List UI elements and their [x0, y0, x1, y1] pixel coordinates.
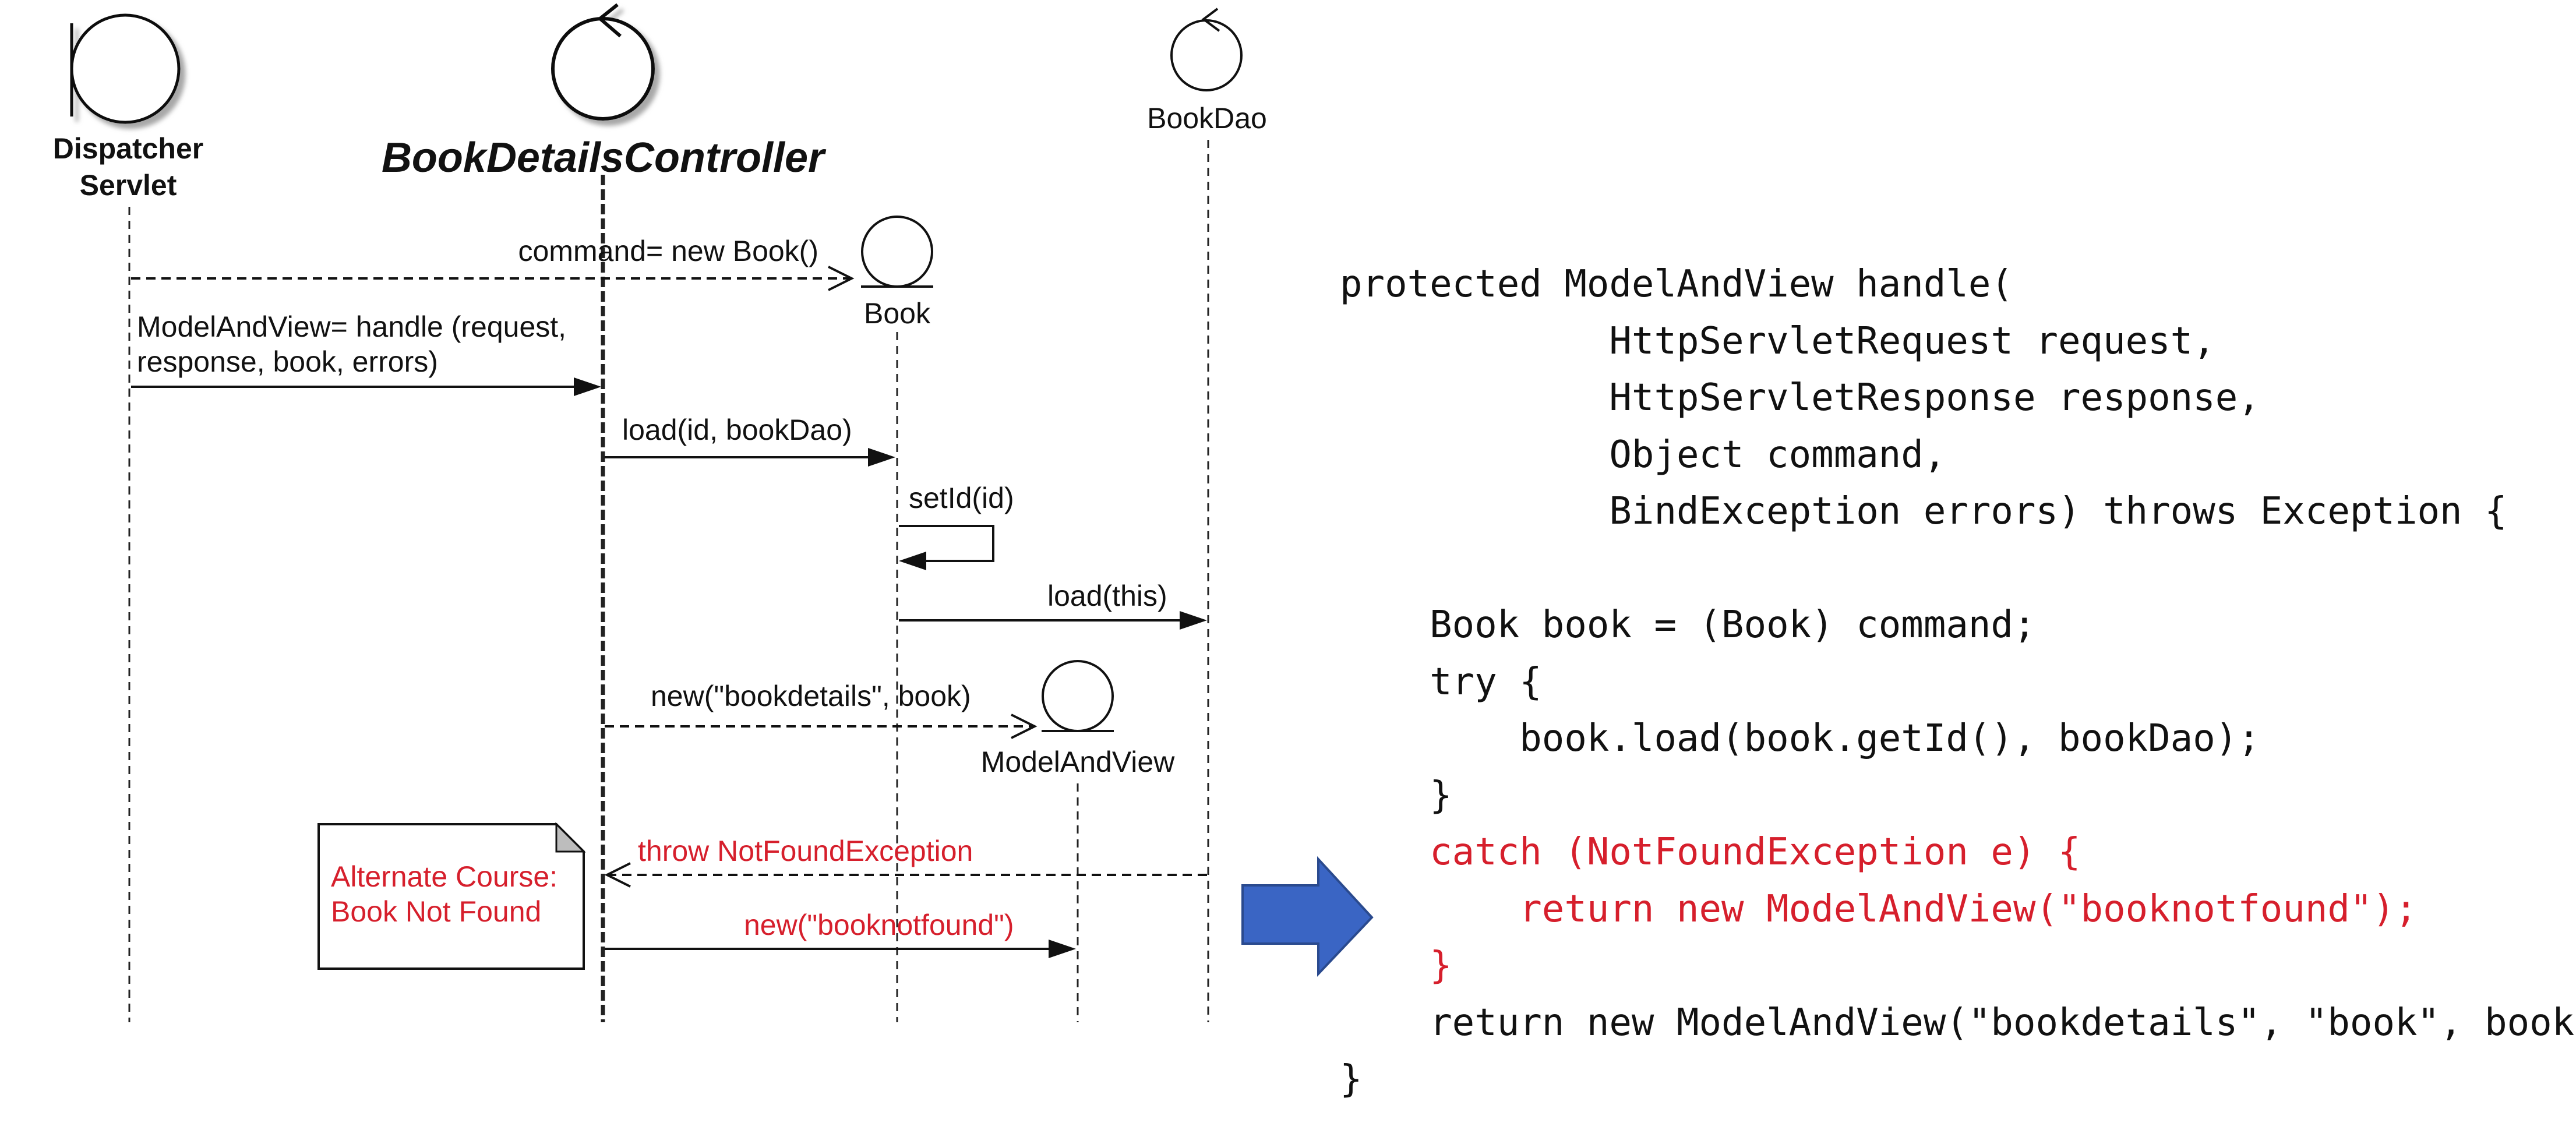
code-line: catch (NotFoundException e) {: [1340, 831, 2081, 874]
code-line: book.load(book.getId(), bookDao);: [1340, 717, 2260, 760]
filled-arrowhead-icon: [1049, 940, 1076, 958]
filled-arrowhead-icon: [1180, 611, 1207, 630]
dispatcher-label-line2: Servlet: [80, 169, 177, 202]
message-set-id-label: setId(id): [909, 482, 1014, 514]
code-line: HttpServletResponse response,: [1340, 376, 2260, 419]
code-line: [1340, 541, 2576, 598]
message-new-booknotfound-label: new("booknotfound"): [744, 909, 1014, 941]
message-set-id-arrow: [899, 525, 994, 562]
message-handle-label-line2: response, book, errors): [137, 345, 438, 378]
message-handle-label-line1: ModelAndView= handle (request,: [137, 310, 566, 343]
note-line2: Book Not Found: [331, 895, 541, 928]
modelandview-entity-icon: [1042, 660, 1114, 732]
modelandview-label: ModelAndView: [981, 746, 1176, 778]
open-arrowhead-icon: [828, 266, 855, 291]
code-line: Book book = (Book) command;: [1340, 603, 2036, 647]
open-arrowhead-icon: [604, 862, 631, 888]
boundary-icon: [70, 13, 181, 124]
book-label: Book: [864, 297, 931, 330]
filled-arrowhead-icon: [574, 377, 601, 396]
controller-label: BookDetailsController: [382, 135, 827, 181]
message-load-id-label: load(id, bookDao): [622, 414, 852, 446]
code-line: }: [1340, 944, 1452, 987]
code-line: try {: [1340, 660, 1542, 704]
code-line: BindException errors) throws Exception {: [1340, 490, 2507, 533]
message-new-bookdetails-label: new("bookdetails", book): [651, 680, 971, 712]
code-line: Object command,: [1340, 433, 1946, 476]
code-line: protected ModelAndView handle(: [1340, 263, 2013, 306]
bookdao-control-icon: [1170, 8, 1243, 91]
message-new-book-label: command= new Book(): [518, 235, 818, 267]
code-listing: protected ModelAndView handle( HttpServl…: [1340, 256, 2576, 1108]
message-load-this-label: load(this): [1047, 580, 1167, 612]
book-entity-icon: [861, 216, 933, 288]
dispatcher-label-line1: Dispatcher: [53, 132, 203, 165]
note-line1: Alternate Course:: [331, 860, 557, 893]
controller-icon: [551, 3, 655, 121]
right-arrow-icon: [1241, 856, 1374, 977]
open-arrowhead-icon: [1011, 714, 1038, 739]
note-alternate-course: Alternate Course: Book Not Found: [317, 822, 586, 970]
code-line: return new ModelAndView("booknotfound");: [1340, 887, 2418, 931]
code-line: HttpServletRequest request,: [1340, 319, 2215, 363]
code-line: return new ModelAndView("bookdetails", "…: [1340, 1001, 2576, 1044]
bookdao-label: BookDao: [1147, 102, 1267, 135]
filled-arrowhead-icon: [899, 552, 926, 570]
code-line: }: [1340, 774, 1452, 817]
code-line: }: [1340, 1058, 1363, 1101]
filled-arrowhead-icon: [868, 448, 895, 467]
message-throw-label: throw NotFoundException: [638, 835, 973, 867]
